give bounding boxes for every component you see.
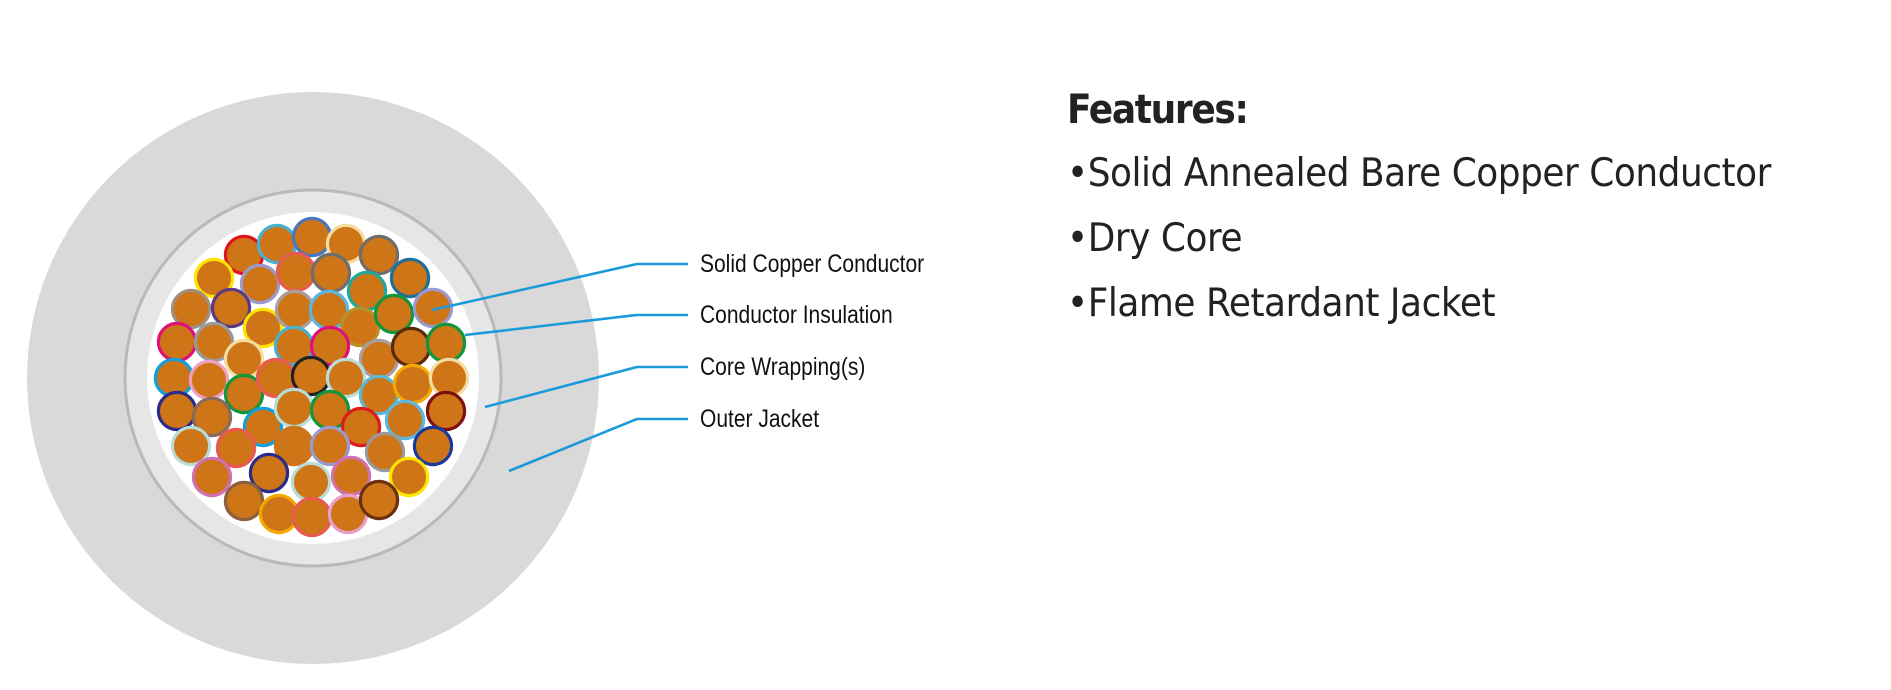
callout-label-outer-jacket: Outer Jacket — [700, 405, 820, 433]
insulated-conductor — [210, 287, 252, 329]
insulated-conductor — [170, 425, 212, 467]
feature-item: •Dry Core — [1067, 216, 1243, 261]
insulated-conductor — [156, 321, 198, 363]
insulated-conductor — [291, 496, 333, 538]
leader-line — [508, 417, 688, 473]
insulated-conductor — [373, 293, 415, 335]
insulated-conductor — [310, 252, 352, 294]
insulated-conductor — [392, 363, 434, 405]
insulated-conductor — [425, 390, 467, 432]
callout-label-conductor-insulation: Conductor Insulation — [700, 301, 893, 329]
insulated-conductor — [364, 431, 406, 473]
features-title: Features: — [1067, 87, 1249, 133]
insulated-conductor — [358, 234, 400, 276]
feature-item: •Flame Retardant Jacket — [1067, 281, 1496, 326]
insulated-conductor — [358, 479, 400, 521]
insulated-conductor — [248, 452, 290, 494]
insulated-conductor — [242, 406, 284, 448]
insulated-conductor — [390, 326, 432, 368]
insulated-conductor — [258, 493, 300, 535]
insulated-conductor — [239, 263, 281, 305]
insulated-conductor — [291, 216, 333, 258]
insulated-conductor — [384, 399, 426, 441]
callout-label-solid-copper-conductor: Solid Copper Conductor — [700, 250, 925, 278]
insulated-conductor — [273, 387, 315, 429]
insulated-conductor — [156, 390, 198, 432]
insulated-conductor — [412, 425, 454, 467]
conductor-bundle — [153, 216, 470, 538]
insulated-conductor — [274, 289, 316, 331]
leader-line — [431, 262, 688, 312]
leader-lines — [431, 262, 688, 473]
insulated-conductor — [290, 461, 332, 503]
features-panel: Features: •Solid Annealed Bare Copper Co… — [1067, 82, 1832, 336]
insulated-conductor — [191, 396, 233, 438]
insulated-conductor — [340, 406, 382, 448]
insulated-conductor — [275, 251, 317, 293]
insulated-conductor — [389, 257, 431, 299]
insulated-conductor — [153, 357, 195, 399]
insulated-conductor — [388, 456, 430, 498]
callout-label-core-wrapping: Core Wrapping(s) — [700, 353, 866, 381]
insulated-conductor — [412, 287, 454, 329]
features-list: •Solid Annealed Bare Copper Conductor •D… — [1067, 141, 1832, 336]
insulated-conductor — [193, 257, 235, 299]
insulated-conductor — [325, 357, 367, 399]
insulated-conductor — [242, 307, 284, 349]
leader-line — [484, 365, 688, 409]
insulated-conductor — [428, 357, 470, 399]
insulated-conductor — [223, 373, 265, 415]
feature-item: •Solid Annealed Bare Copper Conductor — [1067, 151, 1771, 196]
insulated-conductor — [425, 322, 467, 364]
insulated-conductor — [309, 325, 351, 367]
insulated-conductor — [188, 359, 230, 401]
insulated-conductor — [223, 480, 265, 522]
leader-line — [464, 313, 688, 337]
insulated-conductor — [309, 425, 351, 467]
insulated-conductor — [215, 427, 257, 469]
insulated-conductor — [191, 456, 233, 498]
